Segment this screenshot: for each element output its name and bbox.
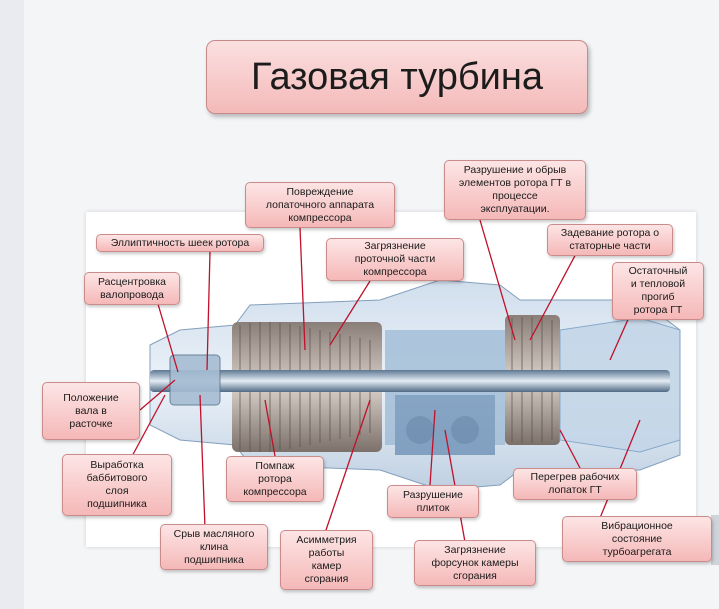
label-flow-path-fouling: Загрязнение проточной части компрессора [326, 238, 464, 281]
front-bearing [169, 354, 221, 406]
leader-lines [129, 219, 651, 543]
label-rotor-element-failure: Разрушение и обрыв элементов ротора ГТ в… [444, 160, 586, 220]
rotor-shaft [150, 370, 670, 392]
label-rotor-stator-rub: Задевание ротора о статорные части [547, 224, 673, 256]
label-compressor-blade-damage: Повреждение лопаточного аппарата компрес… [245, 182, 395, 228]
combustion-section [385, 330, 505, 455]
label-shaft-misalignment: Расцентровка валопровода [84, 272, 180, 305]
label-babbitt-wear: Выработка баббитового слоя подшипника [62, 454, 172, 516]
label-compressor-surge: Помпаж ротора компрессора [226, 456, 324, 502]
label-vibration-state: Вибрационное состояние турбоагрегата [562, 516, 712, 562]
label-injector-fouling: Загрязнение форсунок камеры сгорания [414, 540, 536, 586]
label-oil-wedge-breakdown: Срыв масляного клина подшипника [160, 524, 268, 570]
label-tile-failure: Разрушение плиток [387, 485, 479, 518]
label-residual-thermal-bow: Остаточный и тепловой прогиб ротора ГТ [612, 262, 704, 320]
diagram-title: Газовая турбина [206, 40, 588, 114]
label-combustor-asymmetry: Асимметрия работы камер сгорания [280, 530, 373, 590]
left-margin-strip [0, 0, 24, 609]
label-rotor-journal-ellipticity: Эллиптичность шеек ротора [96, 234, 264, 252]
right-edge-scrollbar [711, 515, 719, 565]
label-shaft-position: Положение вала в расточке [42, 382, 140, 440]
label-blade-overheating: Перегрев рабочих лопаток ГТ [513, 468, 637, 500]
